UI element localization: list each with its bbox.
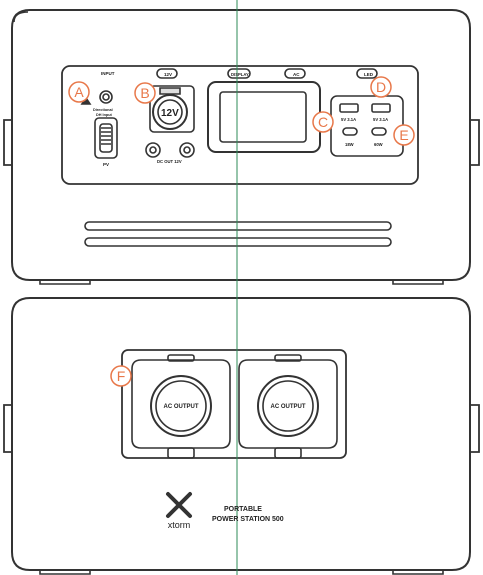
callout-d-text: D [376,79,386,95]
callout-a: A [68,81,90,103]
callout-f-text: F [117,368,126,384]
dc-out-label: DC OUT 12V [157,159,182,164]
callout-e-text: E [399,127,408,143]
callout-b-text: B [140,85,149,101]
callout-c-text: C [318,114,328,130]
callout-d: D [370,76,392,98]
callout-a-text: A [74,84,84,100]
brand-label: xtorm [168,520,191,530]
socket-12v-label: 12V [161,108,179,119]
callout-c: C [312,111,334,133]
bidirectional-label-2: DH Input [96,113,113,117]
ac-output-1-label: AC OUTPUT [164,404,199,410]
usb-a1-label: 5V 3.1A [341,117,356,122]
front-unit [3,9,480,285]
bidirectional-label-1: Directional [93,108,113,112]
callout-e: E [393,124,415,146]
callout-f: F [110,365,132,387]
callout-b: B [134,82,156,104]
btn-ac-label: AC [293,72,300,77]
input-label: INPUT [101,71,115,76]
btn-display-label: DISPLAY [231,72,249,77]
btn-12v-label: 12V [164,72,172,77]
usb-c1-label: 18W [345,142,354,147]
back-unit [3,297,480,575]
btn-led-label: LED [364,72,374,77]
usb-a2-label: 5V 3.1A [373,117,388,122]
product-label-line2: POWER STATION 500 [212,516,284,523]
product-label-line1: PORTABLE [224,506,262,513]
ac-output-2-label: AC OUTPUT [271,404,306,410]
pv-label: PV [103,162,109,167]
usb-c2-label: 60W [374,142,383,147]
